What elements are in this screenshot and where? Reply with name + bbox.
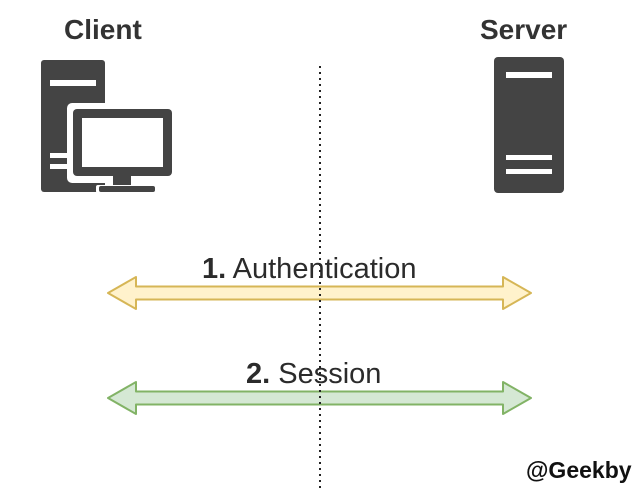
server-heading: Server bbox=[480, 14, 568, 45]
watermark: @Geekby bbox=[526, 457, 632, 483]
step-text: Session bbox=[278, 358, 382, 390]
server-tower-icon bbox=[494, 57, 564, 193]
step-number: 2. bbox=[246, 358, 271, 390]
desktop-computer-icon bbox=[41, 60, 177, 193]
authentication-label: 1. Authentication bbox=[202, 252, 416, 286]
session-label: 2. Session bbox=[246, 357, 381, 391]
step-number: 1. bbox=[202, 253, 227, 285]
step-text: Authentication bbox=[232, 253, 417, 285]
client-heading: Client bbox=[64, 14, 142, 45]
authentication-arrow bbox=[107, 276, 532, 310]
